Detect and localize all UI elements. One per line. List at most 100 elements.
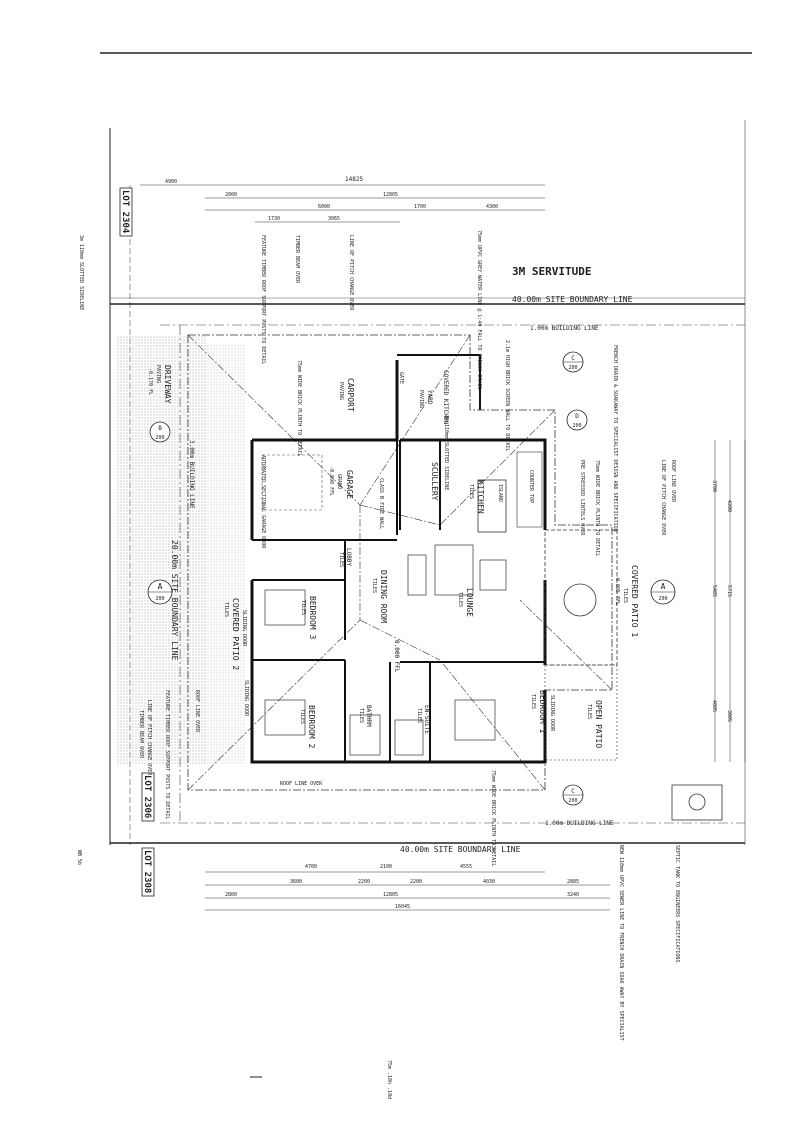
roof-hip-2 xyxy=(359,334,471,506)
dim-bottom-3600: 3600 xyxy=(290,879,302,885)
section-c-bottom-label: C xyxy=(571,788,575,795)
note-plinth-top: 75mm WIDE BRICK PLINTH TO DETAIL xyxy=(296,360,302,456)
section-a-left-label: A xyxy=(158,582,163,591)
dim-right-5715: 5715 xyxy=(726,585,732,597)
driveway-floor: PAVING xyxy=(155,365,161,383)
dim-bottom-3240: 3240 xyxy=(567,892,579,898)
section-d-right-label: D xyxy=(575,413,579,420)
note-bottom-small: 75m .10h .10d xyxy=(386,1060,392,1099)
note-fire-wall: CLASS B FIRE WALL xyxy=(378,478,384,529)
open-patio-outline xyxy=(544,664,618,761)
note-timber-beam: TIMBER BEAM OVER xyxy=(294,235,300,284)
dim-bottom-2800: 2800 xyxy=(225,892,237,898)
dim-bottom-4555: 4555 xyxy=(460,864,472,870)
dim-bottom-4700: 4700 xyxy=(305,864,317,870)
covered-patio-2-floor: TILES xyxy=(223,602,229,617)
covered-patio-1-floor: TILES xyxy=(622,588,628,603)
dim-top-2800: 2800 xyxy=(225,192,237,198)
note-sideline: 3m 110mm SLOTTED SIDELINE xyxy=(443,415,449,490)
carport-name: CARPORT xyxy=(346,378,355,412)
note-plinth-bottom: 75mm WIDE BRICK PLINTH TO DETAIL xyxy=(490,770,496,866)
section-marker-c-top: C 200 xyxy=(562,351,584,373)
note-sideline-pipe: 3m 110mm SLOTTED SIDELINE xyxy=(78,235,84,310)
bedroom2-name: BEDROOM 2 xyxy=(307,705,316,749)
note-brick-screen: 2.1m HIGH BRICK SCREEN WALL TO DETAIL xyxy=(504,340,510,451)
garage-floor: GRANO xyxy=(336,474,342,489)
dining-table xyxy=(407,554,427,596)
bedroom1-name: BEDROOM 1 xyxy=(538,690,547,734)
note-roof-line-right: ROOF LINE OVER xyxy=(670,460,676,503)
garage-level: -0.090 FFL xyxy=(328,466,334,496)
lot-2308-label: LOT 2308 xyxy=(142,850,152,893)
dim-right-3005: 3005 xyxy=(726,710,732,722)
building-line-top-label: 1.00m BUILDING LINE xyxy=(530,325,599,332)
note-pvc-grey-water: 75mm UPVC GREY WATER LINE @ 1:40 FALL TO… xyxy=(476,230,482,390)
covered-kitchen-label: COVERED KITCHEN xyxy=(442,370,449,425)
dim-top-3065: 3065 xyxy=(328,216,340,222)
top-dimension-lines xyxy=(140,184,545,223)
ensuite-name: EN-SUITE xyxy=(423,705,430,734)
patio-table xyxy=(563,583,597,617)
driveway-paving-hatch xyxy=(116,335,206,765)
dim-bottom-2885: 2885 xyxy=(567,879,579,885)
covered-patio-1-name: COVERED PATIO 1 xyxy=(630,565,639,637)
dim-bottom-2100: 2100 xyxy=(380,864,392,870)
servitude-label: 3M SERVITUDE xyxy=(512,265,591,278)
dim-bottom-12805: 12805 xyxy=(383,892,398,898)
section-marker-a-left: A 200 xyxy=(147,579,173,605)
note-roof-line-bottom: ROOF LINE OVER xyxy=(280,781,323,787)
note-auto-door: AUTOMATED SECTIONAL GARAGE DOOR xyxy=(260,455,266,549)
note-line-pitch-left: LINE OF PITCH CHANGE OVER xyxy=(146,700,152,776)
rotated-labels: LOT 2304 LOT 2306 LOT 2308 3.00m BUILDIN… xyxy=(76,187,732,1099)
section-b-left-sheet: 200 xyxy=(155,435,164,441)
lounge-couch xyxy=(479,559,507,591)
lot-2304-label: LOT 2304 xyxy=(120,190,130,234)
dining-floor: TILES xyxy=(371,578,377,593)
open-patio-floor: TILES xyxy=(586,704,592,719)
lobby-name: LOBBY xyxy=(345,548,352,566)
dim-right-5485: 5485 xyxy=(711,585,717,597)
dim-bottom-4030: 4030 xyxy=(483,879,495,885)
bath-tub xyxy=(349,714,381,756)
dim-top-1700: 1700 xyxy=(414,204,426,210)
note-wb: WB 5b xyxy=(76,850,82,865)
note-french-drain: FRENCH DRAIN & SOAKAWAY TO SPECIALIST DE… xyxy=(612,345,618,532)
note-sewer: NEW 110mm UPVC SEWER LINE TO FRENCH DRAI… xyxy=(618,845,624,1041)
note-feature-timber: FEATURE TIMBER ROOF SUPPORT POSTS TO DET… xyxy=(260,235,266,364)
dim-bottom-overall: 16045 xyxy=(395,904,410,910)
roof-outline xyxy=(187,334,613,791)
dim-bottom-2200-b: 2200 xyxy=(410,879,422,885)
section-marker-d-right: D 200 xyxy=(566,409,588,431)
lot-2306-label: LOT 2306 xyxy=(142,775,152,818)
septic-tank-lid xyxy=(688,793,706,811)
note-line-of-pitch: LINE OF PITCH CHANGE OVER xyxy=(348,235,354,311)
septic-tank xyxy=(671,784,723,821)
note-line-pitch-right: LINE OF PITCH CHANGE OVER xyxy=(660,460,666,536)
bedroom2-floor: TILES xyxy=(299,709,305,724)
driveway-name: DRIVEWAY xyxy=(163,365,172,404)
section-c-top-label: C xyxy=(571,355,575,362)
note-gate: GATE xyxy=(398,372,404,384)
note-sliding-door-2: SLIDING DOOR xyxy=(243,680,249,717)
bedroom3-name: BEDROOM 3 xyxy=(308,596,317,640)
covered-patio-1-outline xyxy=(544,529,618,666)
dim-top-12805: 12805 xyxy=(383,192,398,198)
boundary-top-label: 40.00m SITE BOUNDARY LINE xyxy=(512,295,633,304)
roof-hip-6 xyxy=(519,599,613,691)
building-line-bottom-label: 1.00m BUILDING LINE xyxy=(545,820,614,827)
exterior-walls xyxy=(250,360,547,764)
bedroom-1-bed xyxy=(454,699,496,741)
section-a-left-sheet: 200 xyxy=(155,596,164,602)
carport-paving-hatch xyxy=(200,345,245,765)
interior-walls xyxy=(252,354,545,762)
section-a-right-label: A xyxy=(661,582,666,591)
garage-name: GARAGE xyxy=(345,470,354,499)
note-sliding-door-1: SLIDING DOOR xyxy=(241,610,247,647)
dim-top-overall: 14825 xyxy=(345,176,363,183)
garage-car-outline xyxy=(261,454,323,511)
covered-patio-1-level: -0.095 FFL xyxy=(614,575,620,605)
ensuite-floor: TILES xyxy=(416,708,422,723)
kitchen-island xyxy=(477,479,507,533)
note-sliding-door-3: SLIDING DOOR xyxy=(549,695,555,732)
dining-name: DINING ROOM xyxy=(379,570,388,623)
